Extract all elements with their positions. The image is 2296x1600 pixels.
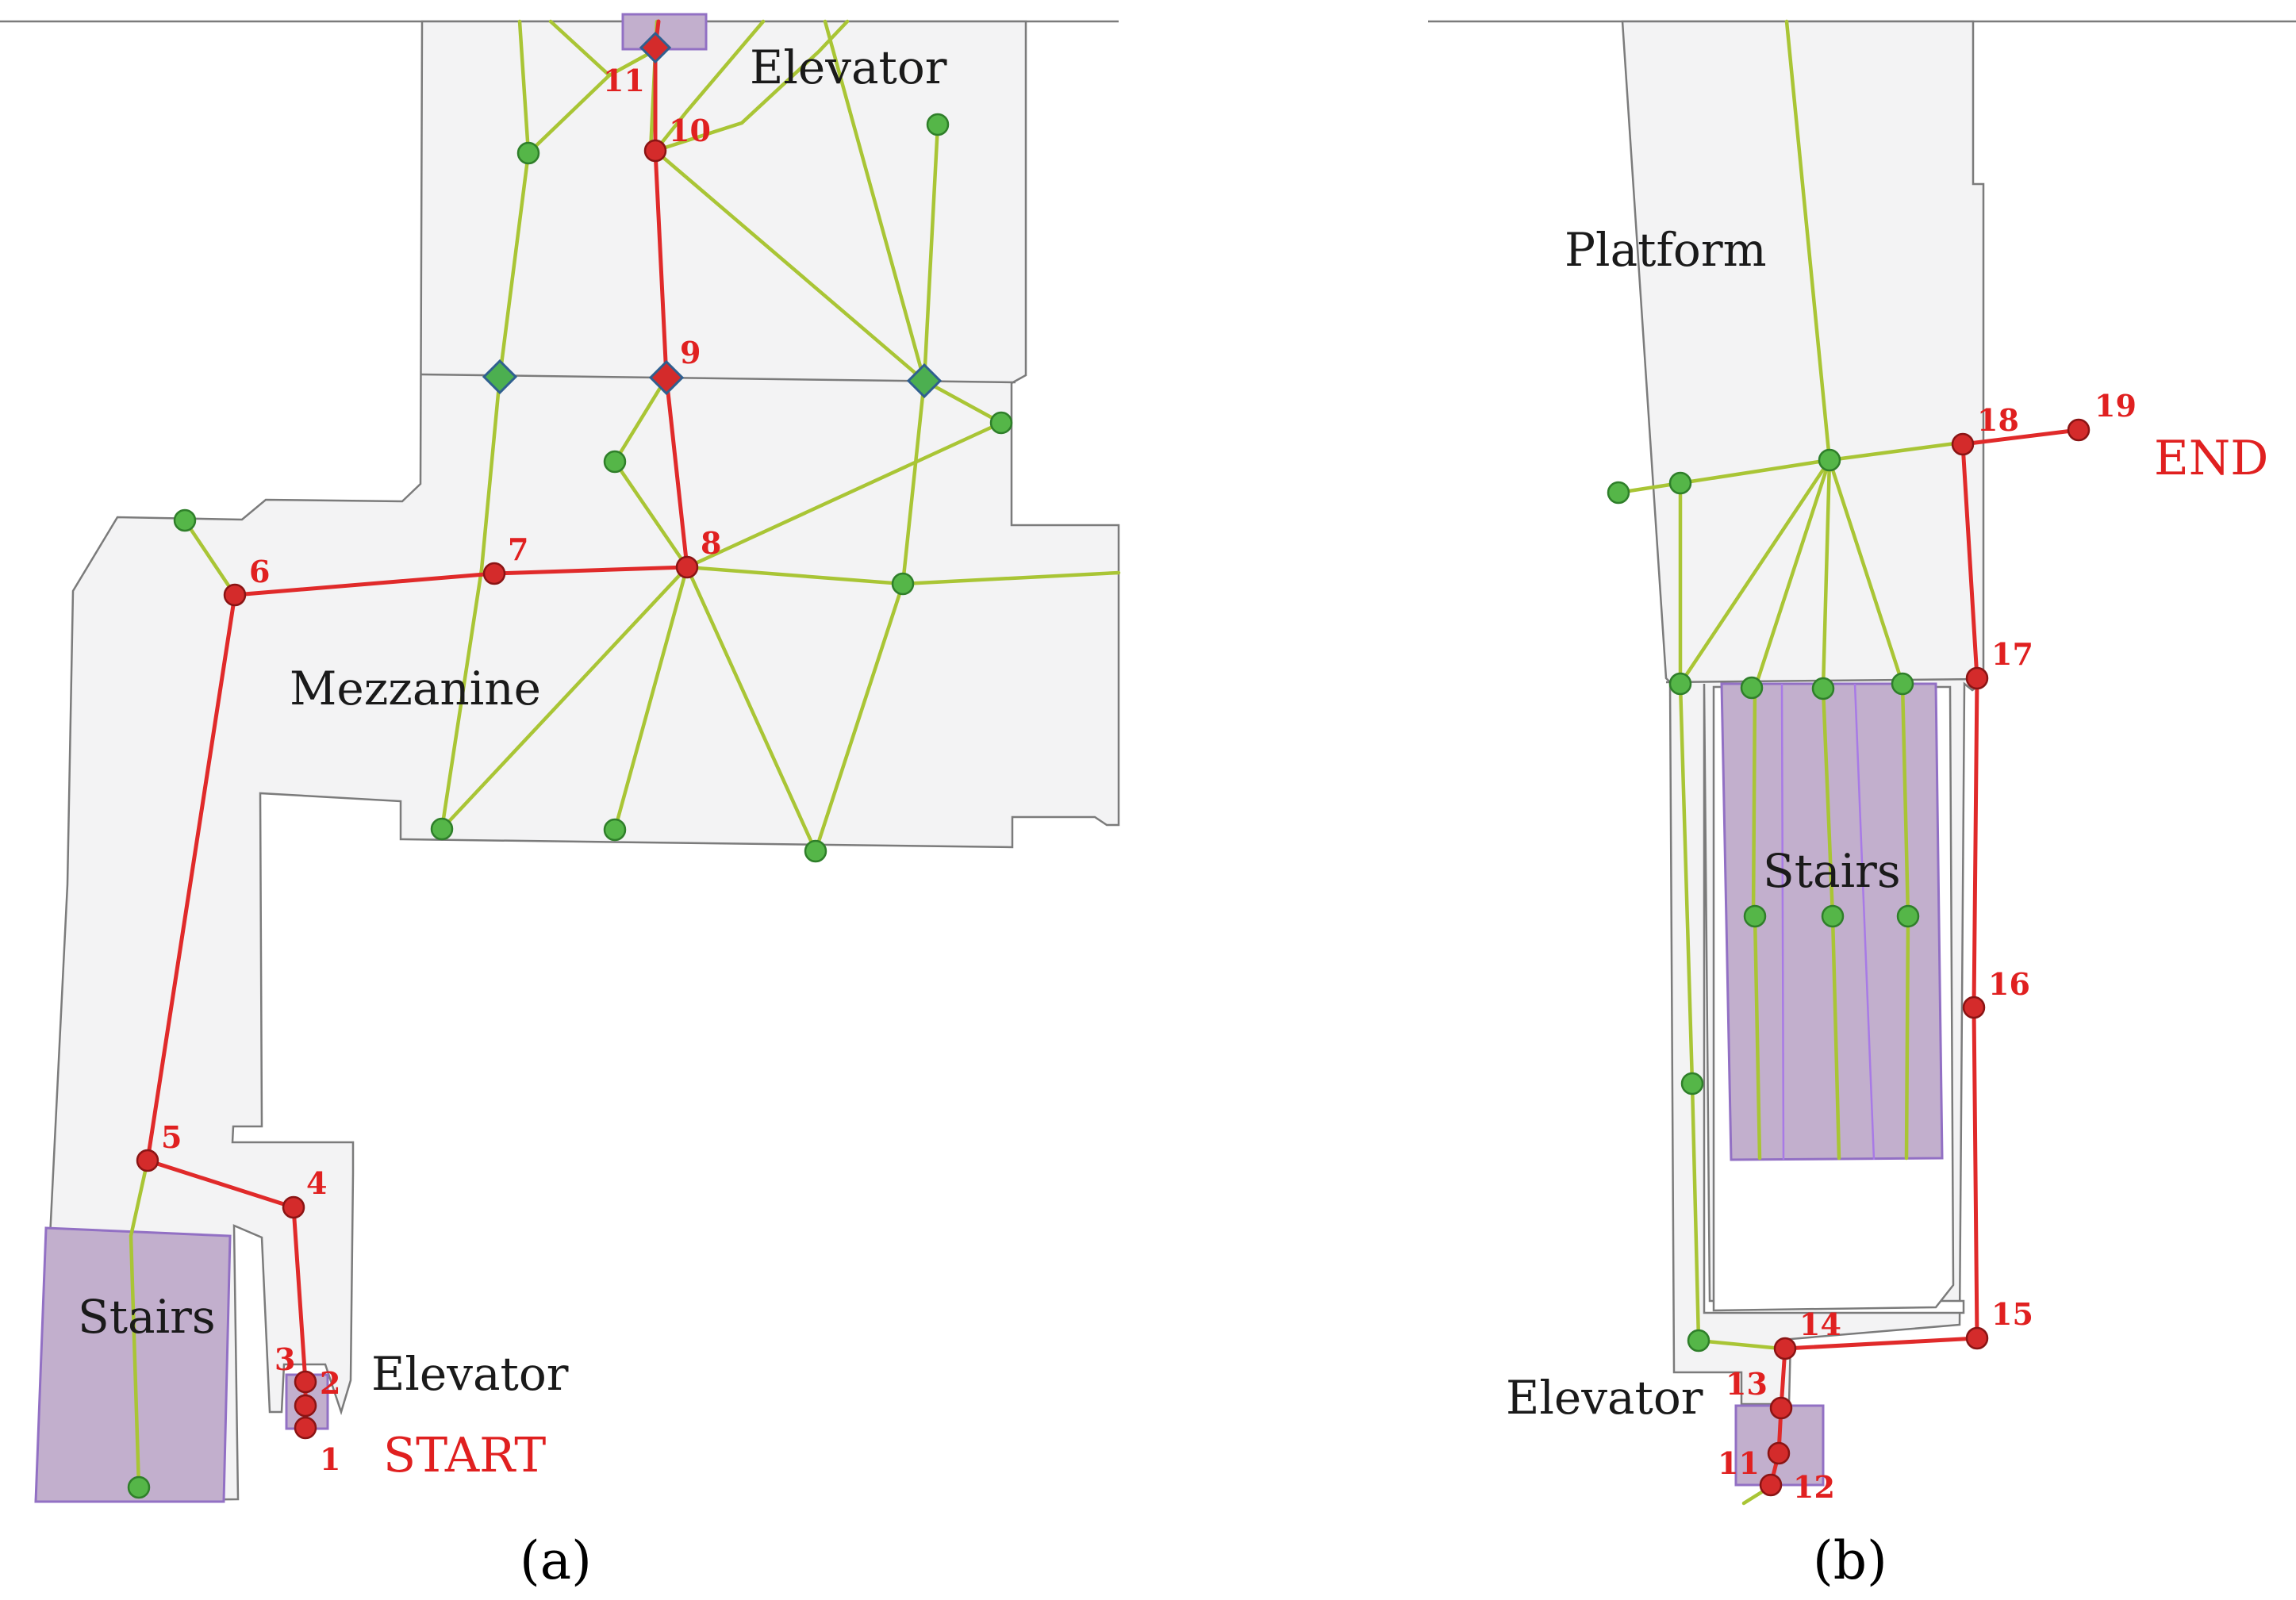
label-stairs-a: Stairs	[78, 1290, 216, 1344]
panel-b: 11 12 13 14 15 16 17 18 19 Platform Stai…	[1428, 19, 2296, 1591]
label-mezzanine: Mezzanine	[290, 662, 541, 716]
route-label-7: 7	[508, 531, 528, 567]
panel-a-route-labels: 1 2 3 4 5 6 7 8 9 10 11	[161, 63, 721, 1477]
route-label-10: 10	[669, 113, 711, 148]
panel-a-floor-connectors	[482, 31, 943, 399]
caption-a: (a)	[520, 1530, 592, 1591]
route-label-b-15: 15	[1991, 1296, 2033, 1332]
panel-b-route-nodes	[1759, 418, 2091, 1497]
route-label-b-11: 11	[1718, 1445, 1760, 1481]
label-platform: Platform	[1565, 223, 1767, 277]
panel-b-inner-corridor	[1703, 683, 1965, 1314]
panel-b-network-nodes	[1607, 448, 1920, 1353]
label-end: END	[2154, 431, 2268, 486]
route-label-b-12: 12	[1793, 1469, 1835, 1505]
route-label-8: 8	[701, 525, 721, 561]
route-label-11: 11	[603, 63, 645, 98]
label-elevator-top: Elevator	[750, 40, 947, 94]
route-label-9: 9	[680, 335, 701, 370]
label-elevator-b: Elevator	[1506, 1371, 1703, 1425]
route-label-4: 4	[306, 1165, 327, 1201]
route-label-2: 2	[320, 1365, 340, 1401]
route-label-b-17: 17	[1991, 636, 2033, 672]
route-label-b-19: 19	[2094, 388, 2137, 424]
panel-a-stairs-area	[34, 1226, 232, 1503]
panel-a-floor	[34, 20, 1120, 1503]
panel-a-route-nodes	[136, 139, 699, 1440]
route-label-6: 6	[249, 554, 270, 589]
label-stairs-b: Stairs	[1763, 844, 1901, 898]
route-label-b-14: 14	[1799, 1306, 1841, 1342]
label-elevator-bottom: Elevator	[371, 1347, 569, 1401]
panel-a-network-nodes	[127, 113, 1013, 1499]
route-label-3: 3	[275, 1341, 295, 1377]
route-label-b-13: 13	[1726, 1366, 1768, 1402]
route-label-1: 1	[320, 1441, 340, 1477]
route-label-b-18: 18	[1977, 402, 2019, 438]
route-label-b-16: 16	[1988, 966, 2030, 1002]
panel-a: 1 2 3 4 5 6 7 8 9 10 11 Elevator Mezzani…	[0, 13, 1121, 1591]
label-start: START	[383, 1428, 546, 1483]
caption-b: (b)	[1813, 1530, 1887, 1591]
panel-b-route-labels: 11 12 13 14 15 16 17 18 19	[1718, 388, 2137, 1505]
route-label-5: 5	[161, 1119, 182, 1155]
